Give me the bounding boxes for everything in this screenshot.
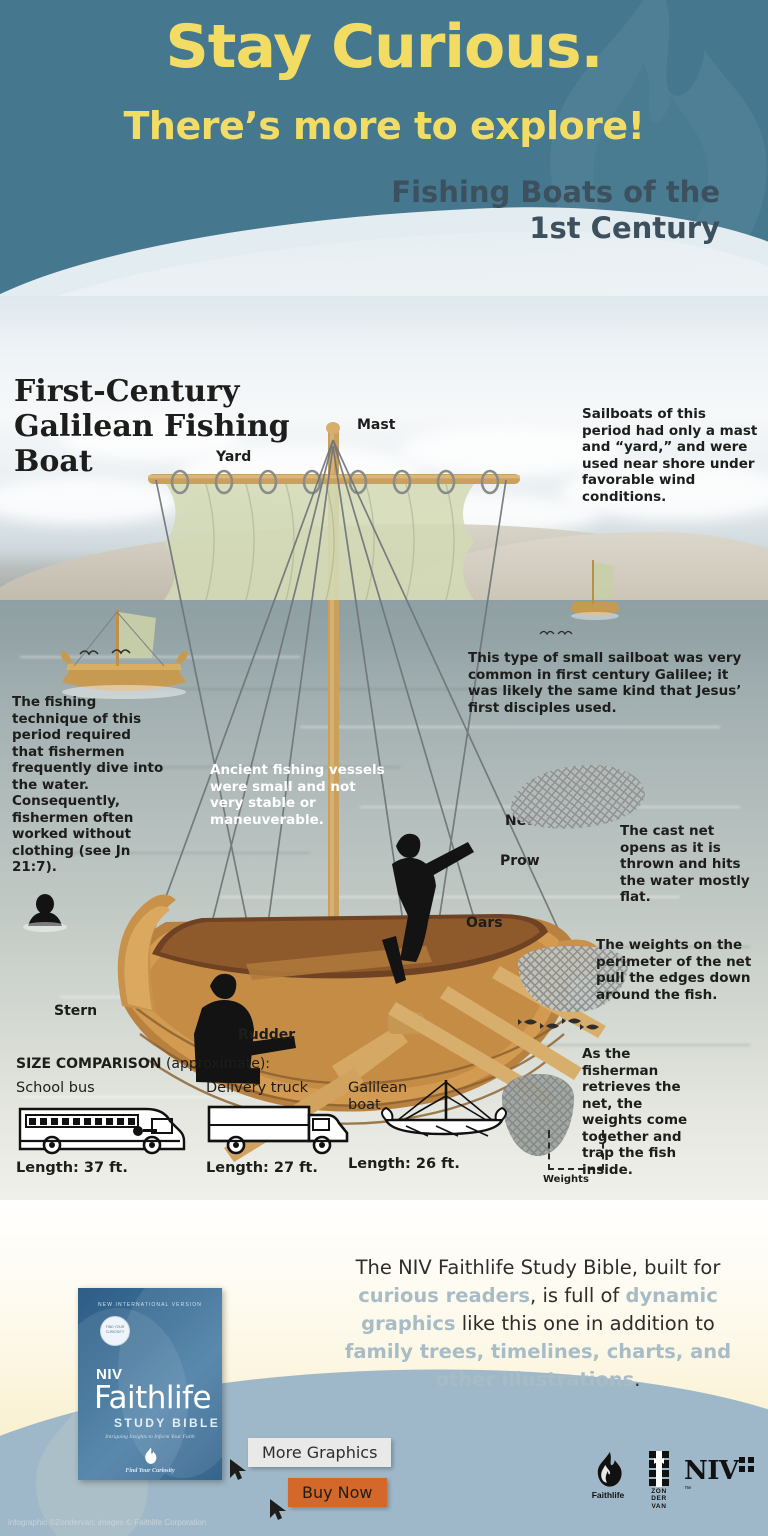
- promo-part-4: like this one in addition to: [455, 1312, 715, 1335]
- topic-line-2: 1st Century: [529, 211, 720, 245]
- size-item-length: Length: 26 ft.: [348, 1156, 460, 1172]
- book-niv: NIV: [96, 1366, 123, 1383]
- note-castnet: The cast net opens as it is thrown and h…: [620, 823, 750, 905]
- promo-part-3: dynamic graphics: [361, 1284, 718, 1335]
- size-item-school-bus: School bus Length: [16, 1080, 196, 1176]
- school-bus-icon: [18, 1107, 186, 1155]
- delivery-truck-icon: [207, 1105, 349, 1155]
- label-weights: Weights: [543, 1174, 589, 1185]
- cursor-arrow-icon: [230, 1459, 246, 1480]
- water-streak: [20, 1096, 460, 1098]
- faithlife-flame-icon: [145, 1447, 157, 1464]
- promo-paragraph: The NIV Faithlife Study Bible, built for…: [326, 1254, 750, 1394]
- book-seal: FIND YOUR CURIOSITY: [100, 1316, 130, 1346]
- water-streak: [10, 852, 310, 854]
- page-subtitle: There’s more to explore!: [123, 104, 645, 148]
- book-tagline: Intriguing Insights to Inform Your Faith: [105, 1434, 195, 1440]
- size-item-galilean-boat: Galilean boat Length: 26 ft.: [348, 1080, 528, 1172]
- note-common: This type of small sailboat was very com…: [468, 650, 742, 716]
- cloud-decor: [0, 478, 180, 524]
- galilean-fishing-boat: [117, 422, 606, 1162]
- book-version-line: NEW INTERNATIONAL VERSION: [98, 1302, 202, 1308]
- distant-boat-left: [60, 610, 188, 699]
- birds-decor: [539, 630, 573, 636]
- size-item-length: Length: 27 ft.: [206, 1160, 318, 1176]
- size-comparison-section: SIZE COMPARISON (approximate): School bu…: [0, 1050, 768, 1190]
- more-graphics-button[interactable]: More Graphics: [248, 1438, 392, 1467]
- promo-part-6: .: [634, 1368, 641, 1391]
- logo-faithlife-label: Faithlife: [591, 1490, 625, 1500]
- water-streak: [40, 766, 400, 768]
- label-rudder: Rudder: [238, 1027, 296, 1043]
- cloud-decor: [400, 426, 620, 476]
- promo-part-0: The NIV Faithlife Study Bible, built for: [355, 1256, 721, 1279]
- promo-part-5: family trees, timelines, charts, and oth…: [344, 1340, 732, 1391]
- size-item-length: Length: 37 ft.: [16, 1160, 128, 1176]
- fish-decor: [518, 1018, 599, 1030]
- book-study-bible: STUDY BIBLE: [114, 1416, 221, 1430]
- cloud-decor: [60, 416, 240, 460]
- topic-line-1: Fishing Boats of the: [391, 175, 720, 209]
- note-sailboats: Sailboats of this period had only a mast…: [582, 406, 758, 505]
- weights-bracket: [548, 1130, 604, 1170]
- promo-part-1: curious readers: [358, 1284, 531, 1307]
- label-prow: Prow: [500, 853, 540, 869]
- buy-now-button[interactable]: Buy Now: [288, 1478, 387, 1507]
- faithlife-flame-icon: [597, 1451, 622, 1487]
- water-streak: [220, 896, 680, 898]
- water-streak: [300, 726, 720, 728]
- logo-niv[interactable]: NIV ™: [684, 1456, 756, 1510]
- label-oars: Oars: [466, 915, 503, 931]
- boat-illustration-panel: First-Century Galilean Fishing Boat Mast…: [0, 296, 768, 1200]
- distant-boat-right: [570, 560, 620, 620]
- note-weights: The weights on the perimeter of the net …: [596, 937, 752, 1003]
- trademark-mark: ™: [684, 1486, 691, 1493]
- birds-decor: [79, 649, 131, 656]
- topic-heading: Fishing Boats of the 1st Century: [280, 174, 720, 246]
- label-mast: Mast: [357, 417, 396, 433]
- size-comparison-heading-rest: (approximate):: [161, 1056, 271, 1072]
- size-comparison-heading: SIZE COMPARISON (approximate):: [16, 1056, 270, 1072]
- book-cover[interactable]: NEW INTERNATIONAL VERSION FIND YOUR CURI…: [78, 1288, 222, 1480]
- water-streak: [20, 656, 300, 658]
- label-yard: Yard: [216, 449, 252, 465]
- promo-part-2: , is full of: [530, 1284, 626, 1307]
- promo-section: The NIV Faithlife Study Bible, built for…: [0, 1200, 768, 1536]
- size-comparison-heading-bold: SIZE COMPARISON: [16, 1056, 162, 1072]
- book-faithlife: Faithlife: [94, 1380, 212, 1416]
- note-vessels: Ancient fishing vessels were small and n…: [210, 762, 385, 828]
- page-title: Stay Curious.: [165, 12, 604, 82]
- galilean-boat-icon: [381, 1080, 507, 1137]
- size-item-label: School bus: [16, 1080, 95, 1096]
- niv-squares-icon: [738, 1457, 754, 1472]
- size-item-label: Delivery truck: [206, 1080, 309, 1096]
- logo-faithlife[interactable]: Faithlife: [586, 1450, 630, 1500]
- swimmer-silhouette: [23, 894, 67, 932]
- size-item-label: Galilean boat: [348, 1080, 408, 1113]
- size-item-delivery-truck: Delivery truck Length: 27 ft.: [206, 1080, 386, 1176]
- header-banner: Stay Curious. There’s more to explore! F…: [0, 0, 768, 300]
- book-find-line: Find Your Curiosity: [125, 1468, 175, 1474]
- label-stern: Stern: [54, 1003, 98, 1019]
- logo-niv-label: NIV: [684, 1456, 739, 1486]
- zondervan-icon: [649, 1451, 669, 1487]
- note-retrieve: As the fisherman retrieves the net, the …: [582, 1046, 688, 1178]
- note-technique: The fishing technique of this period req…: [12, 694, 164, 875]
- cursor-arrow-icon: [270, 1499, 286, 1520]
- illustration-title: First-Century Galilean Fishing Boat: [14, 374, 290, 479]
- footer-credit: infographic ©Zondervan; images © Faithli…: [8, 1518, 207, 1527]
